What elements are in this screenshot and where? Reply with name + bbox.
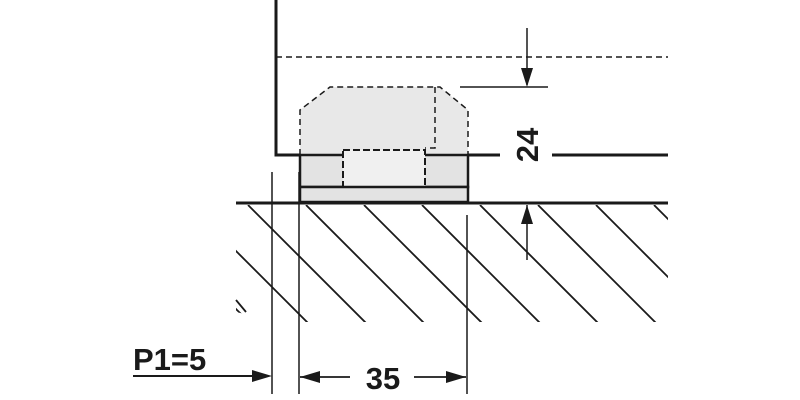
gap-arrow-top [521,68,533,87]
section-break-mark [235,299,247,313]
part-inner-hidden [425,87,436,149]
part-insert [342,149,426,188]
part-housing-hidden [299,86,469,156]
door-panel-outline [274,0,300,157]
width-arrow-left [300,371,320,383]
gap-dimension-label: 24 [510,127,545,162]
width-arrow-right [446,371,466,383]
width-dimension-label: 35 [366,361,400,396]
gap-arrow-bottom [521,205,533,224]
offset-dimension-label: P1=5 [133,342,206,377]
cabinet-section-hatching [236,205,668,322]
part-base-plate [298,185,470,204]
offset-arrow [252,370,272,382]
